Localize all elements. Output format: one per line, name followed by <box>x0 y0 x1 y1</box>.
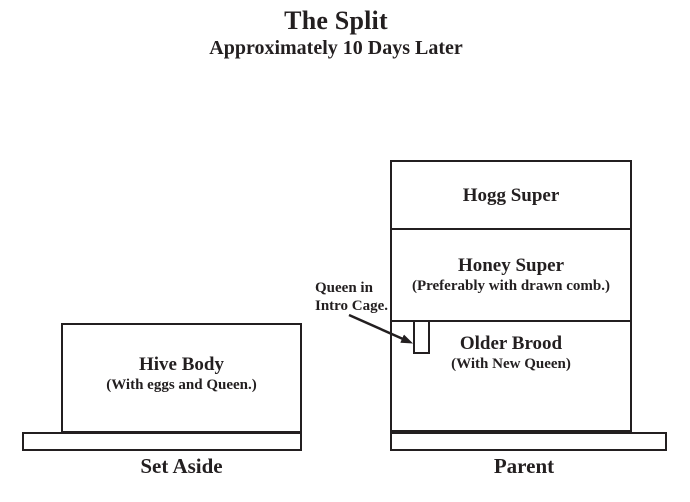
hogg-super-title: Hogg Super <box>462 184 560 206</box>
intro-cage-callout-line2: Intro Cage. <box>315 298 389 314</box>
older-brood-title: Older Brood <box>459 333 563 354</box>
hive-body-title: Hive Body <box>139 354 224 375</box>
diagram-title: The Split <box>284 6 388 35</box>
honey-super-subtitle: (Preferably with drawn comb.) <box>411 278 611 294</box>
diagram-subtitle: Approximately 10 Days Later <box>209 37 463 59</box>
parent-hive-stack: Hogg Super Honey Super (Preferably with … <box>390 160 632 432</box>
hive-body-box: Hive Body (With eggs and Queen.) <box>61 323 302 433</box>
hive-body-subtitle: (With eggs and Queen.) <box>106 377 257 393</box>
hogg-super-box: Hogg Super <box>392 162 630 230</box>
queen-intro-cage <box>413 320 430 354</box>
set-aside-bottom-board <box>22 432 302 451</box>
honey-super-box: Honey Super (Preferably with drawn comb.… <box>392 230 630 322</box>
parent-bottom-board <box>390 432 667 451</box>
intro-cage-callout: Queen in Intro Cage. <box>315 279 388 315</box>
older-brood-subtitle: (With New Queen) <box>451 356 571 372</box>
set-aside-label: Set Aside <box>140 454 223 478</box>
honey-super-title: Honey Super <box>457 255 565 276</box>
parent-label: Parent <box>493 454 555 478</box>
older-brood-box: Older Brood (With New Queen) <box>392 322 630 430</box>
intro-cage-callout-line1: Queen in <box>315 280 373 296</box>
